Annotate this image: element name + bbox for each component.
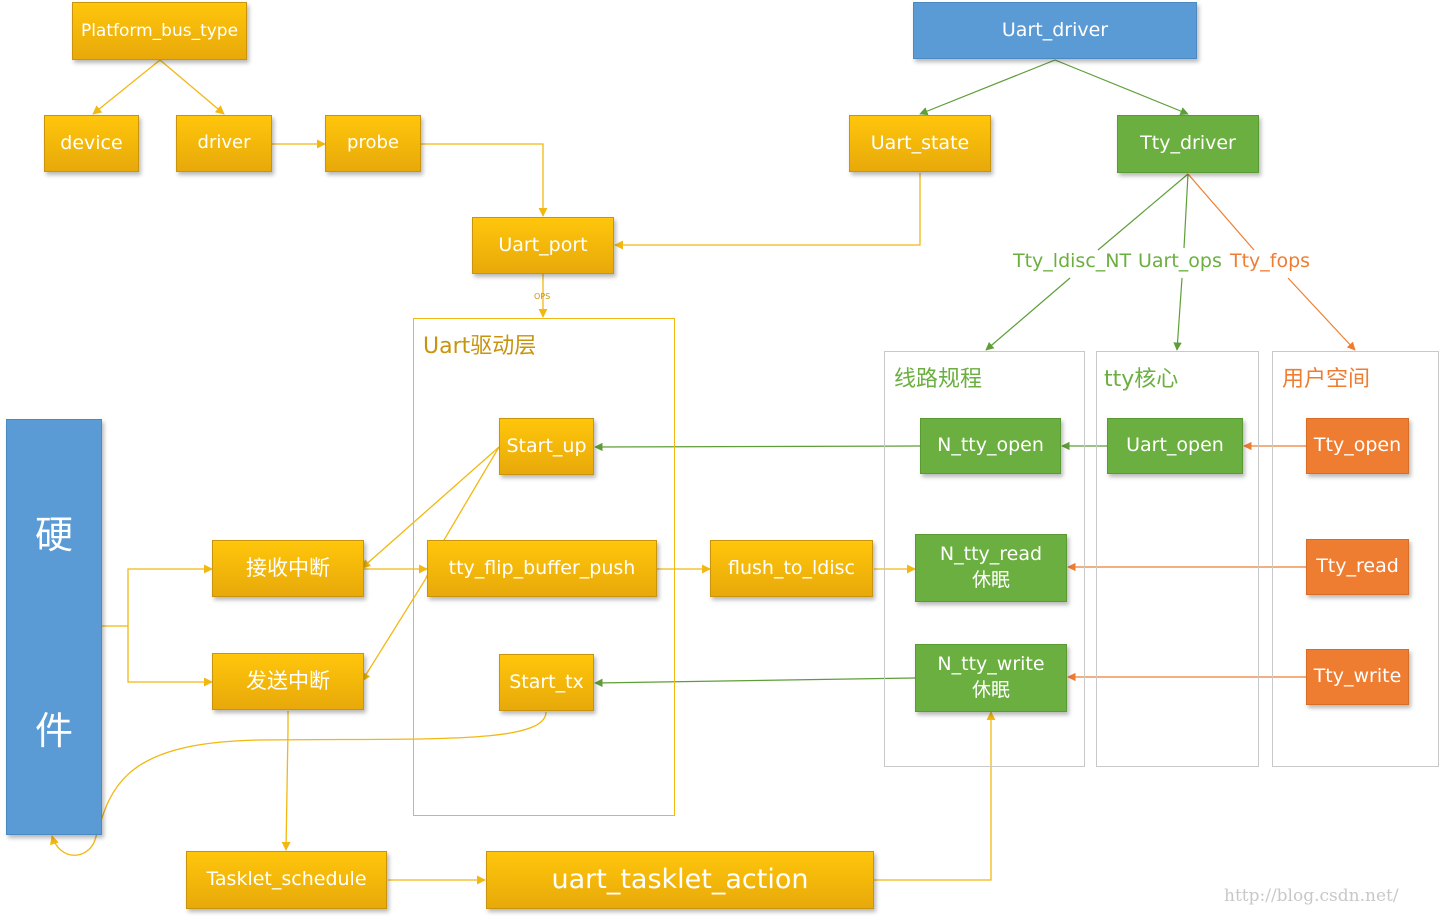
platform-bus-type-node: Platform_bus_type bbox=[72, 2, 247, 60]
uart-driver-node: Uart_driver bbox=[913, 2, 1197, 59]
wire-starttx-hw bbox=[50, 711, 547, 856]
tty-driver-node: Tty_driver bbox=[1117, 115, 1259, 173]
n-tty-write-sleep-label: 休眠 bbox=[971, 679, 1010, 701]
uart-layer-title: Uart驱动层 bbox=[423, 334, 537, 359]
n-tty-read-sleep-label: 休眠 bbox=[971, 569, 1010, 591]
start-tx-node: Start_tx bbox=[499, 654, 594, 711]
device-node: device bbox=[44, 115, 139, 172]
tty-ldisc-label: Tty_ldisc_NT bbox=[1013, 250, 1132, 272]
tasklet-schedule-node: Tasklet_schedule bbox=[186, 851, 387, 909]
wire-ttydriver-core bbox=[1183, 173, 1189, 249]
line-discipline-title: 线路规程 bbox=[894, 367, 983, 392]
watermark: http://blog.csdn.net/ bbox=[1224, 886, 1399, 906]
wire-nttywrite-starttx bbox=[594, 677, 916, 688]
hardware-label-1: 硬 bbox=[34, 513, 73, 557]
rx-interrupt-node: 接收中断 bbox=[212, 540, 364, 597]
wire-bus-device bbox=[92, 59, 161, 115]
ops-label: OPS bbox=[534, 292, 551, 301]
wire-uartdriver-ttydriver bbox=[1054, 59, 1189, 116]
wire-ldisc-frame bbox=[985, 277, 1071, 351]
uart-port-node: Uart_port bbox=[472, 217, 614, 274]
hardware-node: 硬 件 bbox=[6, 419, 102, 835]
tty-open-node: Tty_open bbox=[1306, 418, 1409, 474]
tty-read-node: Tty_read bbox=[1306, 539, 1409, 595]
wire-uartdriver-uartstate bbox=[919, 59, 1056, 116]
uart-open-node: Uart_open bbox=[1107, 418, 1243, 474]
wire-hw-split bbox=[100, 564, 213, 627]
tx-interrupt-node: 发送中断 bbox=[212, 653, 364, 710]
flush-to-ldisc-node: flush_to_ldisc bbox=[710, 540, 873, 597]
probe-node: probe bbox=[325, 115, 421, 172]
wire-bus-driver bbox=[159, 59, 225, 115]
uart-tasklet-action-node: uart_tasklet_action bbox=[486, 851, 874, 909]
wire-ttydriver-ldisc bbox=[1097, 173, 1189, 251]
wire-tx-tasklet bbox=[281, 711, 291, 851]
wire-probe-uartport bbox=[421, 143, 548, 217]
uart-ops-label: Uart_ops bbox=[1138, 250, 1222, 272]
hardware-label-2: 件 bbox=[34, 709, 73, 753]
wire-startup-rx bbox=[361, 446, 500, 569]
n-tty-read-node: N_tty_read 休眠 bbox=[915, 534, 1067, 602]
wire-action-nttywrite bbox=[874, 711, 996, 881]
n-tty-read-label: N_tty_read bbox=[939, 543, 1043, 566]
driver-node: driver bbox=[176, 115, 272, 172]
wire-hw-split-2 bbox=[127, 626, 213, 687]
wire-fops-frame bbox=[1287, 277, 1356, 351]
tty-core-frame bbox=[1096, 351, 1259, 767]
wire-uartstate-uartport bbox=[614, 173, 921, 250]
tty-fops-label: Tty_fops bbox=[1230, 250, 1311, 272]
user-space-frame bbox=[1272, 351, 1439, 767]
n-tty-write-node: N_tty_write 休眠 bbox=[915, 644, 1067, 712]
uart-layer-frame bbox=[413, 318, 675, 816]
wire-nttyopen-startup bbox=[594, 442, 921, 452]
uart-state-node: Uart_state bbox=[849, 115, 991, 172]
tty-write-node: Tty_write bbox=[1306, 649, 1409, 705]
wire-ttydriver-fops bbox=[1187, 173, 1255, 251]
tty-core-title: tty核心 bbox=[1104, 367, 1179, 392]
tty-flip-buffer-push-node: tty_flip_buffer_push bbox=[427, 540, 657, 597]
line-discipline-frame bbox=[884, 351, 1085, 767]
start-up-node: Start_up bbox=[499, 418, 594, 475]
n-tty-open-node: N_tty_open bbox=[920, 418, 1061, 474]
user-space-title: 用户空间 bbox=[1282, 367, 1371, 392]
wire-core-frame bbox=[1173, 277, 1183, 351]
n-tty-write-label: N_tty_write bbox=[937, 653, 1045, 676]
